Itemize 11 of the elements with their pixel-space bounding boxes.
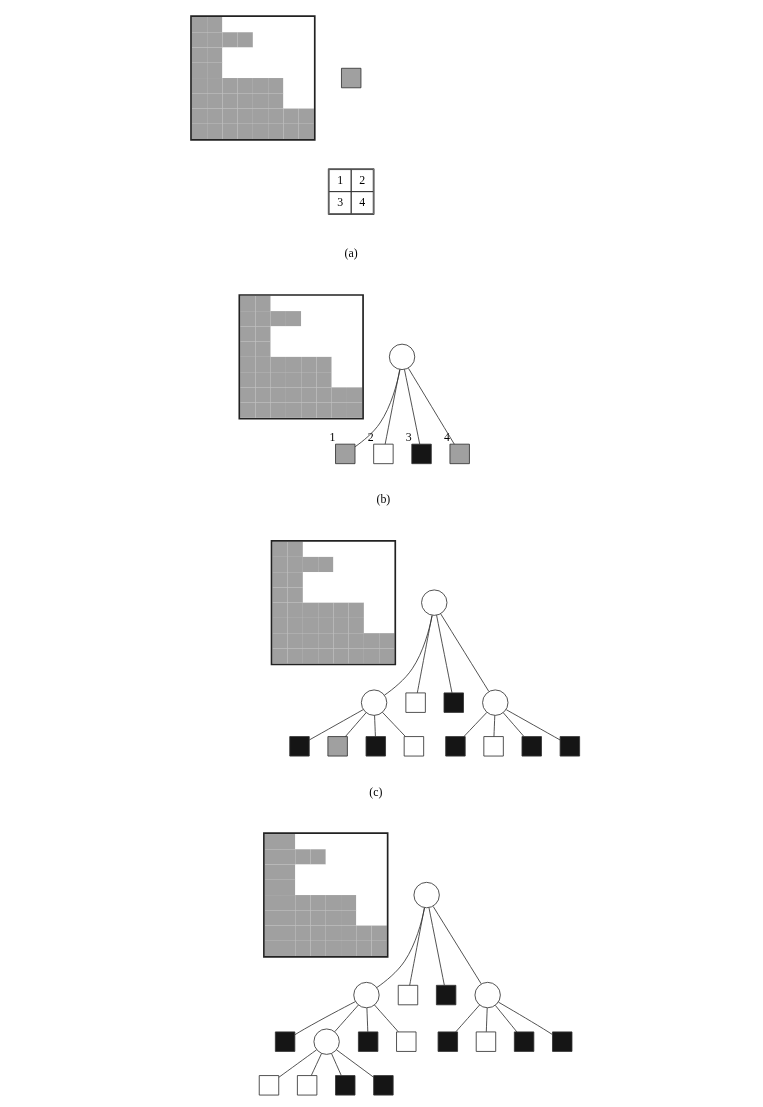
label: 3 <box>337 194 344 209</box>
label: 1 <box>337 172 344 187</box>
node-label: 1 <box>329 429 336 444</box>
node-label: 3 <box>405 429 412 444</box>
node-label: 2 <box>367 429 374 444</box>
label: (a) <box>344 246 358 261</box>
label: (b) <box>376 492 391 507</box>
label: 2 <box>359 172 366 187</box>
node-label: 4 <box>444 429 450 444</box>
label: 4 <box>359 194 366 209</box>
label: (c) <box>369 784 383 799</box>
